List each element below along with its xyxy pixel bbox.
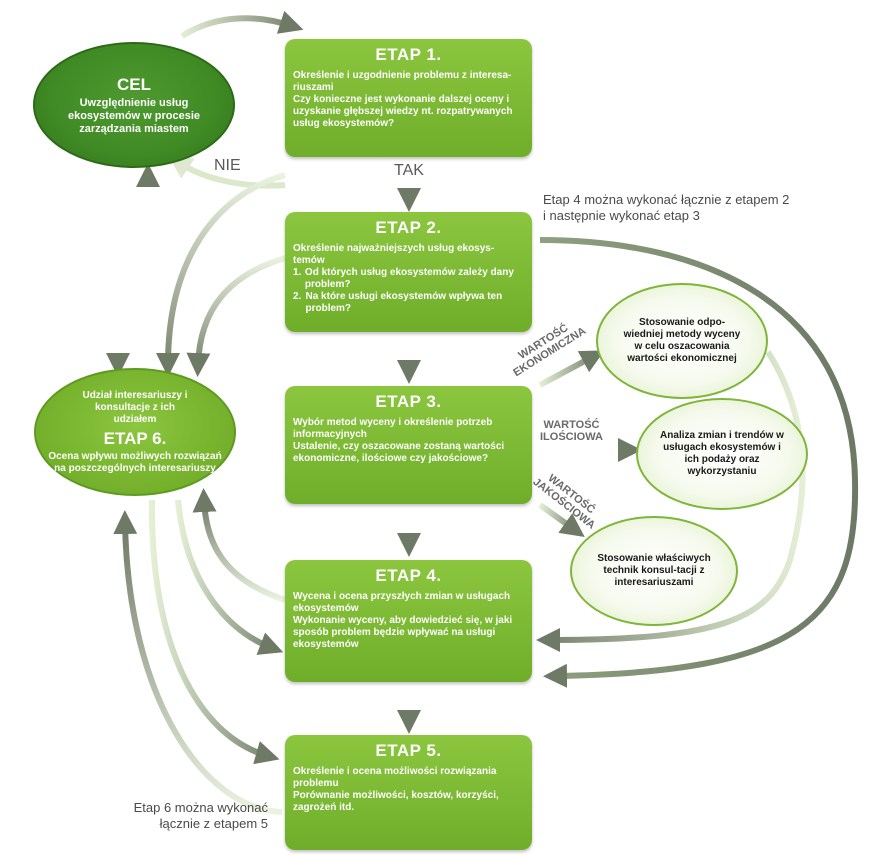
- arrow-stage1-to-stage6: [156, 172, 286, 377]
- stage2-item-text: Na które usługi ekosystemów wpływa ten p…: [305, 291, 503, 314]
- arrow-stage3-to-qualitative: [538, 502, 585, 537]
- stage2-intro: Określenie najważniejszych usług ekosys-…: [293, 243, 495, 266]
- stage3-line: Wybór metod wyceny i określenie potrzeb …: [293, 417, 493, 440]
- stage5-box: ETAP 5. Określenie i ocena możliwości ro…: [285, 735, 532, 850]
- arrow-goal-to-stage1: [180, 10, 304, 39]
- label-quantitative-line: WARTOŚĆ: [543, 419, 600, 431]
- stage4-line: Wykonanie wyceny, aby dowiedzieć się, w …: [293, 615, 513, 650]
- note-stage4-line: Etap 4 można wykonać łącznie z etapem 2: [543, 192, 790, 207]
- note-stage6-line: łącznie z etapem 5: [159, 816, 268, 831]
- stage5-title: ETAP 5.: [375, 741, 442, 760]
- arrow-stage6-to-stage5: [148, 499, 280, 765]
- note-stage6-line: Etap 6 można wykonać: [133, 800, 268, 815]
- goal-title: CEL: [117, 74, 151, 94]
- decision-yes: TAK: [394, 162, 424, 179]
- arrow-stage1-no: [168, 155, 286, 189]
- stage5-line: Porównanie możliwości, kosztów, korzyści…: [293, 790, 499, 813]
- goal-text: Uwzględnienie usług ekosystemów w proces…: [67, 96, 201, 135]
- note-stage4: Etap 4 można wykonać łącznie z etapem 2 …: [543, 192, 789, 224]
- arrow-stage5-to-stage6: [113, 510, 283, 815]
- stage4-line: Wycena i ocena przyszłych zmian w usługa…: [293, 591, 511, 614]
- stage2-item-num: 2.: [293, 291, 302, 302]
- arrow-stage2-to-stage6: [186, 255, 286, 377]
- goal-oval: CEL Uwzględnienie usług ekosystemów w pr…: [33, 42, 235, 168]
- stage6-oval: Udział interesariuszy i konsultacje z ic…: [34, 368, 236, 496]
- stage2-item-num: 1.: [293, 267, 302, 278]
- stage1-line: Czy konieczne jest wykonanie dalszej oce…: [293, 94, 513, 129]
- method-qualitative-oval: Stosowanie właściwych technik konsul-tac…: [570, 516, 738, 626]
- arrow-stage3-to-economic: [538, 350, 605, 388]
- note-stage6: Etap 6 można wykonać łącznie z etapem 5: [123, 800, 268, 832]
- method-quantitative-text: Analiza zmian i trendów w usługach ekosy…: [660, 430, 784, 477]
- arrow-stage4-to-stage6: [192, 488, 286, 603]
- label-quantitative-value: WARTOŚĆ ILOŚCIOWA: [540, 419, 603, 443]
- stage3-box: ETAP 3. Wybór metod wyceny i określenie …: [285, 386, 532, 504]
- arrow-economic-to-stage4: [536, 350, 806, 652]
- method-economic-text: Stosowanie odpo-wiedniej metody wyceny w…: [623, 317, 741, 364]
- stage1-box: ETAP 1. Określenie i uzgodnienie problem…: [285, 39, 532, 157]
- stage6-top-text: Udział interesariuszy i konsultacje z ic…: [82, 389, 188, 425]
- arrow-stage2-to-stage4: [539, 237, 859, 688]
- stage1-title: ETAP 1.: [375, 45, 442, 64]
- stage4-box: ETAP 4. Wycena i ocena przyszłych zmian …: [285, 560, 532, 682]
- stage2-title: ETAP 2.: [375, 218, 442, 237]
- note-stage4-line: i następnie wykonać etap 3: [543, 208, 700, 223]
- stage2-item: 1. Od których usług ekosystemów zależy d…: [293, 267, 524, 291]
- stage4-title: ETAP 4.: [375, 566, 442, 585]
- stage3-title: ETAP 3.: [375, 392, 442, 411]
- arrow-stage6-to-stage4: [175, 499, 284, 655]
- label-quantitative-line: ILOŚCIOWA: [540, 431, 603, 443]
- stage2-item-text: Od których usług ekosystemów zależy dany…: [304, 267, 514, 290]
- stage5-line: Określenie i ocena możliwości rozwiązani…: [293, 766, 497, 789]
- method-quantitative-oval: Analiza zmian i trendów w usługach ekosy…: [636, 398, 808, 510]
- method-economic-oval: Stosowanie odpo-wiedniej metody wyceny w…: [596, 283, 768, 399]
- decision-no: NIE: [214, 157, 241, 174]
- stage6-title: ETAP 6.: [103, 428, 167, 448]
- stage2-item: 2. Na które usługi ekosystemów wpływa te…: [293, 291, 524, 315]
- stage6-bottom-text: Ocena wpływu możliwych rozwiązań na posz…: [48, 450, 222, 474]
- stage3-line: Ustalenie, czy oszacowane zostaną wartoś…: [293, 441, 505, 464]
- stage2-box: ETAP 2. Określenie najważniejszych usług…: [285, 212, 532, 332]
- method-qualitative-text: Stosowanie właściwych technik konsul-tac…: [597, 553, 711, 588]
- stage1-line: Określenie i uzgodnienie problemu z inte…: [293, 70, 512, 93]
